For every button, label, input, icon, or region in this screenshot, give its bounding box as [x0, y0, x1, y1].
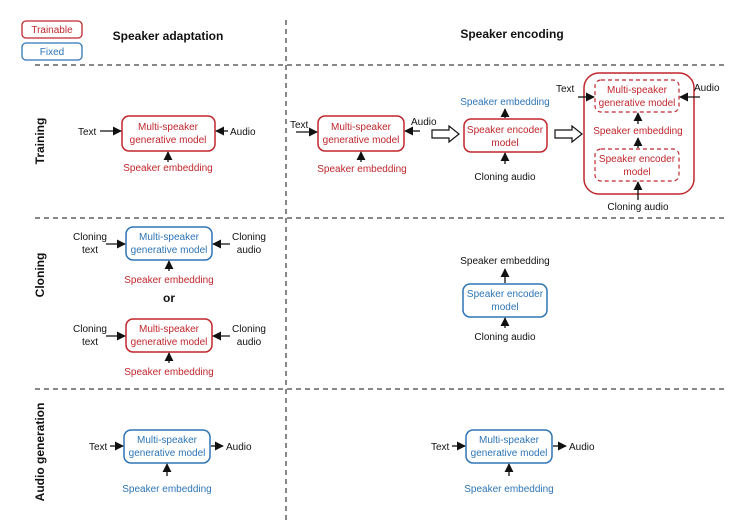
speaker-embedding-label: Speaker embedding — [317, 164, 407, 175]
generative-model-label-line2: generative model — [131, 245, 208, 256]
audio-input-label: Audio — [230, 127, 256, 138]
generative-model-label-line1: Multi-speaker — [138, 122, 199, 133]
generative-model-label-line1: Multi-speaker — [139, 232, 200, 243]
joint-speaker-encoder-label-line2: model — [623, 167, 650, 178]
text-input-label: Text — [431, 442, 450, 453]
row-label-audio-generation: Audio generation — [33, 403, 47, 502]
legend-fixed-label: Fixed — [40, 47, 64, 58]
speaker-encoder-label-line1: Speaker encoder — [467, 125, 544, 136]
joint-speaker-encoder-label-line1: Speaker encoder — [599, 154, 676, 165]
or-label: or — [163, 291, 175, 305]
speaker-encoder-label-line2: model — [491, 138, 518, 149]
cloning-text-label-line2: text — [82, 337, 98, 348]
generative-model-label-line1: Multi-speaker — [331, 122, 392, 133]
joint-speaker-embedding-label: Speaker embedding — [593, 126, 683, 137]
speaker-embedding-output-label: Speaker embedding — [460, 256, 550, 267]
joint-generative-model-label-line2: generative model — [599, 98, 676, 109]
cloning-encoding: Speaker embedding Speaker encoder model … — [460, 256, 550, 343]
text-input-label: Text — [89, 442, 108, 453]
generative-model-box — [465, 429, 553, 464]
cloning-adaptation-trainable: Multi-speaker generative model Cloning t… — [73, 318, 266, 378]
cloning-text-label-line1: Cloning — [73, 232, 107, 243]
cloning-audio-label-line2: audio — [237, 337, 262, 348]
speaker-embedding-label: Speaker embedding — [464, 484, 554, 495]
generative-model-label-line1: Multi-speaker — [139, 324, 200, 335]
joint-generative-model-box — [594, 79, 680, 113]
cloning-adaptation-fixed: Multi-speaker generative model Cloning t… — [73, 226, 266, 286]
generative-model-label-line2: generative model — [130, 135, 207, 146]
generation-adaptation: Multi-speaker generative model Text Audi… — [89, 429, 252, 495]
legend: Trainable Fixed — [21, 20, 83, 61]
speaker-encoder-label-line1: Speaker encoder — [467, 289, 544, 300]
joint-generative-model-label-line1: Multi-speaker — [607, 85, 668, 96]
generative-model-label-line1: Multi-speaker — [479, 435, 540, 446]
generative-model-box — [123, 429, 211, 464]
text-input-label: Text — [78, 127, 97, 138]
legend-trainable-box — [21, 20, 83, 39]
joint-cloning-audio-label: Cloning audio — [607, 202, 669, 213]
hollow-arrow-1 — [431, 124, 460, 144]
generative-model-label-line2: generative model — [129, 448, 206, 459]
speaker-encoder-box — [463, 118, 548, 153]
speaker-embedding-output-label: Speaker embedding — [460, 97, 550, 108]
cloning-text-label-line2: text — [82, 245, 98, 256]
generative-model-box — [125, 318, 213, 353]
training-adaptation: Multi-speaker generative model Text Audi… — [78, 115, 256, 174]
training-encoding: Multi-speaker generative model Text Audi… — [290, 72, 720, 213]
legend-trainable-label: Trainable — [31, 25, 73, 36]
joint-text-label: Text — [556, 84, 575, 95]
audio-input-label: Audio — [411, 117, 437, 128]
cloning-audio-label-line2: audio — [237, 245, 262, 256]
generative-model-box — [121, 115, 216, 152]
generative-model-box — [317, 115, 405, 152]
generative-model-label-line1: Multi-speaker — [137, 435, 198, 446]
dividers — [35, 20, 728, 520]
speaker-encoder-label-line2: model — [491, 302, 518, 313]
speaker-embedding-label: Speaker embedding — [124, 367, 214, 378]
speaker-encoder-box — [462, 283, 548, 318]
generative-model-box — [125, 226, 213, 261]
cloning-text-label-line1: Cloning — [73, 324, 107, 335]
generative-model-label-line2: generative model — [131, 337, 208, 348]
hollow-arrow-2 — [554, 124, 583, 144]
text-input-label: Text — [290, 120, 309, 131]
header-speaker-encoding: Speaker encoding — [460, 27, 563, 41]
cloning-audio-label-line1: Cloning — [232, 232, 266, 243]
generative-model-label-line2: generative model — [471, 448, 548, 459]
cloning-audio-label-line1: Cloning — [232, 324, 266, 335]
legend-fixed-box — [21, 42, 83, 61]
generation-encoding: Multi-speaker generative model Text Audi… — [431, 429, 595, 495]
speaker-embedding-label: Speaker embedding — [124, 275, 214, 286]
speaker-embedding-label: Speaker embedding — [123, 163, 213, 174]
header-speaker-adaptation: Speaker adaptation — [113, 29, 224, 43]
joint-training-box — [583, 72, 695, 195]
cloning-audio-label: Cloning audio — [474, 172, 536, 183]
speaker-embedding-label: Speaker embedding — [122, 484, 212, 495]
row-label-training: Training — [33, 118, 47, 165]
row-label-cloning: Cloning — [33, 253, 47, 298]
audio-output-label: Audio — [569, 442, 595, 453]
cloning-audio-label: Cloning audio — [474, 332, 536, 343]
joint-audio-label: Audio — [694, 83, 720, 94]
generative-model-label-line2: generative model — [323, 135, 400, 146]
joint-speaker-encoder-box — [594, 148, 680, 182]
audio-output-label: Audio — [226, 442, 252, 453]
